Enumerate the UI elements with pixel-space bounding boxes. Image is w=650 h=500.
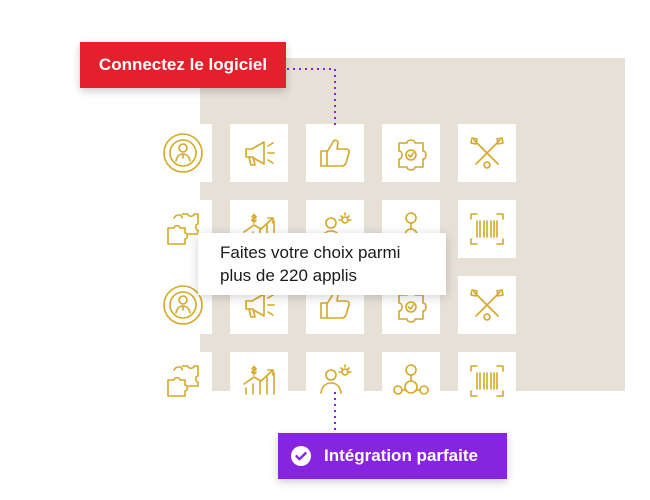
app-tile[interactable] bbox=[458, 276, 516, 334]
app-tile[interactable] bbox=[230, 124, 288, 182]
crossed-tools-icon bbox=[466, 284, 508, 326]
app-tile[interactable] bbox=[230, 352, 288, 410]
app-tile[interactable] bbox=[458, 352, 516, 410]
app-tile[interactable] bbox=[154, 352, 212, 410]
app-tile[interactable] bbox=[458, 200, 516, 258]
barcode-icon bbox=[466, 360, 508, 402]
connect-software-badge: Connectez le logiciel bbox=[80, 42, 286, 88]
check-circle-icon bbox=[290, 445, 312, 467]
connect-software-label: Connectez le logiciel bbox=[98, 55, 268, 74]
target-person-icon bbox=[162, 132, 204, 174]
app-choice-callout: Faites votre choix parmi plus de 220 app… bbox=[198, 233, 446, 295]
growth-chart-icon bbox=[238, 360, 280, 402]
app-tile[interactable] bbox=[382, 352, 440, 410]
app-tile[interactable] bbox=[306, 352, 364, 410]
app-tile[interactable] bbox=[458, 124, 516, 182]
person-idea-icon bbox=[314, 360, 356, 402]
app-tile[interactable] bbox=[382, 124, 440, 182]
barcode-icon bbox=[466, 208, 508, 250]
callout-line-1: Faites votre choix parmi bbox=[220, 243, 401, 262]
thumbs-up-icon bbox=[314, 132, 356, 174]
crossed-tools-icon bbox=[466, 132, 508, 174]
integration-badge: Intégration parfaite bbox=[278, 433, 507, 479]
callout-line-2: plus de 220 applis bbox=[220, 266, 358, 285]
puzzle-check-icon bbox=[390, 132, 432, 174]
puzzle-pieces-icon bbox=[162, 360, 204, 402]
megaphone-icon bbox=[238, 132, 280, 174]
integration-label: Intégration parfaite bbox=[324, 446, 478, 465]
app-tile[interactable] bbox=[306, 124, 364, 182]
org-chart-icon bbox=[390, 360, 432, 402]
app-tile[interactable] bbox=[154, 124, 212, 182]
callout-text: Faites votre choix parmi plus de 220 app… bbox=[220, 241, 400, 287]
